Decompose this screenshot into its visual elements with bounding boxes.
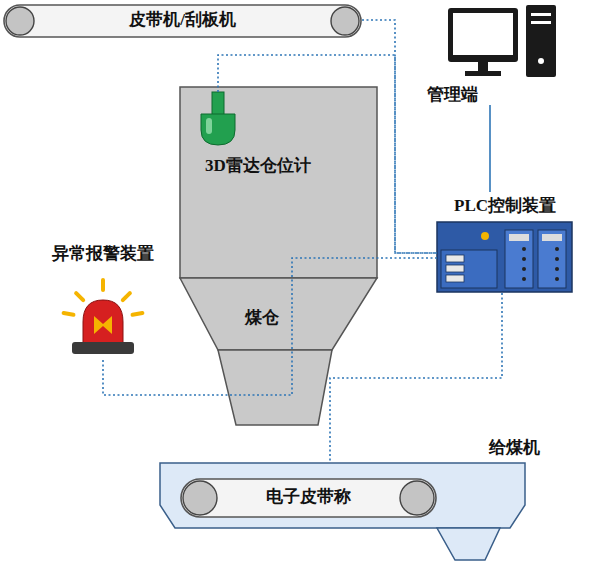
node-label: 电子皮带称 — [266, 487, 351, 506]
coal-bin: 煤仓 3D雷达仓位计 — [180, 87, 377, 425]
belt-scale: 电子皮带称 — [180, 478, 437, 518]
feeder-chute — [437, 528, 500, 560]
bin-cone — [180, 278, 377, 350]
monitor-screen — [453, 13, 513, 55]
radar-level-meter: 3D雷达仓位计 — [188, 92, 328, 182]
node-label: 煤仓 — [245, 308, 279, 327]
bin-body — [180, 87, 377, 278]
label-holder: 3D雷达仓位计 — [188, 156, 328, 176]
radar-head — [201, 114, 235, 145]
alarm-ray — [76, 293, 83, 300]
pc-tower — [526, 5, 556, 77]
plc-slot — [446, 255, 464, 262]
label-holder: PLC控制装置 — [437, 196, 573, 216]
alarm-ray — [133, 313, 143, 315]
plc-terminal — [555, 257, 559, 261]
tower-slot — [531, 21, 551, 24]
radar-highlight — [206, 118, 212, 134]
label-holder: 给煤机 — [482, 438, 546, 458]
node-label: 皮带机/刮板机 — [129, 10, 236, 29]
bin-outlet — [218, 350, 332, 425]
plc-terminal — [522, 277, 526, 281]
plc-terminal — [555, 247, 559, 251]
plc-terminal — [555, 267, 559, 271]
plc-module — [441, 250, 497, 288]
alarm-device: 异常报警装置 — [30, 244, 176, 360]
radar-stem — [212, 92, 224, 115]
plc-label-strip — [509, 234, 529, 241]
label-holder: 电子皮带称 — [180, 487, 437, 507]
plc-terminal — [555, 277, 559, 281]
monitor-base — [465, 71, 501, 76]
alarm-ray — [64, 313, 74, 315]
alarm-base — [72, 342, 134, 354]
belt-pulley — [400, 481, 434, 515]
feeder-housing — [160, 463, 525, 528]
plc-module — [538, 230, 566, 288]
plc-terminal — [522, 247, 526, 251]
belt-conveyor: 皮带机/刮板机 — [3, 4, 362, 38]
plc-label-strip — [542, 234, 562, 241]
plc-slot — [446, 275, 464, 282]
belt-pulley — [183, 481, 217, 515]
management-terminal: 管理端 — [420, 5, 560, 105]
alarm-lamp — [94, 316, 112, 334]
belt-band — [181, 479, 436, 517]
signal-line — [330, 293, 502, 463]
coal-feeder: 给煤机电子皮带称 — [160, 463, 525, 528]
label-holder: 异常报警装置 — [30, 244, 176, 264]
node-label: 异常报警装置 — [52, 244, 154, 263]
plc-controller: PLC控制装置 — [437, 192, 573, 293]
label-holder: 皮带机/刮板机 — [3, 10, 362, 30]
alarm-dome — [83, 300, 123, 343]
signal-wire — [330, 293, 502, 463]
signal-wire — [489, 105, 491, 192]
node-label: 给煤机 — [489, 438, 540, 457]
coal-bin-outline — [180, 87, 377, 425]
alarm-ray — [101, 280, 105, 290]
belt-band — [4, 5, 361, 37]
plc-indicator — [481, 232, 489, 240]
belt-pulley — [6, 7, 34, 35]
belt-pulley — [331, 7, 359, 35]
label-holder: 煤仓 — [232, 308, 292, 328]
tower-button — [538, 58, 544, 64]
alarm-ray — [123, 293, 130, 300]
node-label: PLC控制装置 — [454, 196, 556, 215]
node-label: 管理端 — [427, 85, 478, 104]
plc-terminal — [522, 267, 526, 271]
plc-module — [505, 230, 533, 288]
plc-housing — [437, 222, 572, 292]
node-label: 3D雷达仓位计 — [205, 156, 311, 175]
tower-slot — [531, 13, 551, 16]
signal-line — [490, 105, 491, 192]
monitor-neck — [478, 62, 488, 71]
plc-slot — [446, 265, 464, 272]
plc-terminal — [522, 257, 526, 261]
label-holder: 管理端 — [422, 85, 482, 105]
monitor-frame — [448, 8, 518, 62]
